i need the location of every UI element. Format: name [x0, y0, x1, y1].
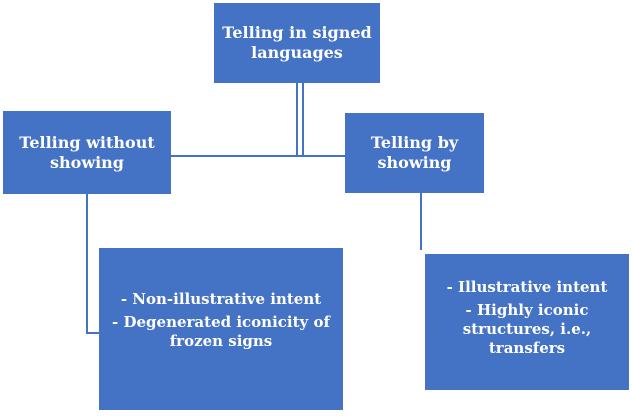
root-box-line-1: Telling in signed — [222, 23, 372, 42]
connector-horizontal — [171, 155, 345, 157]
left-box-telling-without-showing: Telling without showing — [3, 111, 171, 194]
left-box-line-1: Telling without — [19, 132, 155, 152]
right-detail-item-2-line-3: transfers — [488, 339, 566, 357]
right-box-line-1: Telling by — [370, 133, 459, 152]
right-box-telling-by-showing: Telling by showing — [345, 113, 484, 193]
connector-right-vertical — [420, 193, 422, 250]
left-detail-item-2-line-2: frozen signs — [169, 332, 273, 350]
right-detail-item-1: - Illustrative intent — [447, 278, 608, 297]
left-detail-item-2: - Degenerated iconicity of frozen signs — [112, 313, 330, 351]
connector-root-vertical-2 — [302, 83, 304, 157]
root-box-telling-in-signed-languages: Telling in signed languages — [214, 3, 380, 83]
right-detail-item-2: - Highly iconic structures, i.e., transf… — [463, 301, 591, 358]
left-detail-box: - Non-illustrative intent - Degenerated … — [99, 248, 343, 410]
root-box-line-2: languages — [251, 43, 343, 62]
right-detail-box: - Illustrative intent - Highly iconic st… — [425, 254, 629, 390]
right-box-line-2: showing — [377, 153, 452, 172]
connector-left-vertical — [86, 194, 88, 334]
left-box-line-2: showing — [50, 152, 124, 172]
left-detail-item-1: - Non-illustrative intent — [121, 290, 321, 309]
right-detail-item-2-line-2: structures, i.e., — [462, 320, 592, 338]
left-detail-item-2-line-1: - Degenerated iconicity of — [112, 313, 330, 331]
connector-root-vertical-1 — [296, 83, 298, 157]
left-detail-item-1-line-1: - Non-illustrative intent — [120, 290, 322, 308]
right-detail-item-1-line-1: - Illustrative intent — [446, 278, 608, 296]
connector-left-horizontal — [86, 332, 99, 334]
right-detail-item-2-line-1: - Highly iconic — [465, 301, 589, 319]
